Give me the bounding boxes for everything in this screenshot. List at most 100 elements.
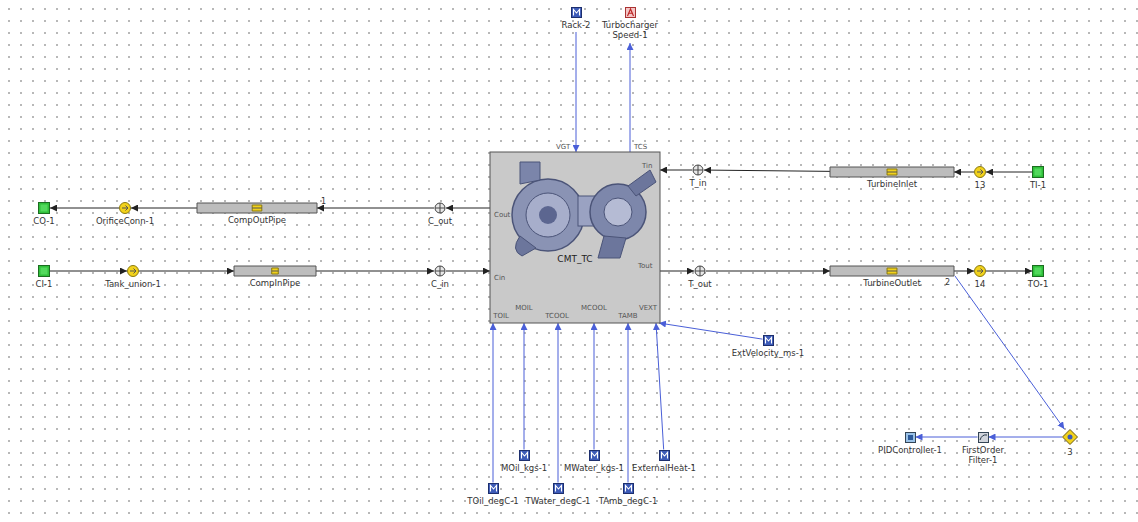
part-name: T_in — [689, 178, 706, 188]
sig-part: TOil_degC-1 — [488, 483, 499, 494]
port-label: TCOOL — [545, 312, 569, 320]
signal-link — [955, 276, 1064, 429]
part-icon — [589, 450, 600, 461]
part-icon — [625, 7, 636, 18]
part-icon — [490, 152, 660, 323]
signal-link — [493, 323, 494, 483]
diam-part: 3 — [1062, 429, 1078, 445]
part-icon — [571, 7, 582, 18]
part-name: TAmb_degC-1 — [599, 496, 658, 506]
port-label: VEXT — [639, 304, 657, 312]
part-icon — [519, 450, 530, 461]
signal-link — [558, 323, 559, 483]
bound-part: TI-1 — [1032, 166, 1044, 178]
junc-part: C_out — [434, 202, 446, 214]
part-icon — [830, 266, 954, 276]
signal-link — [656, 323, 664, 450]
part-icon — [974, 265, 986, 277]
sig-part: Rack-2 — [571, 7, 582, 18]
part-icon — [127, 265, 139, 277]
port-label: TAMB — [618, 312, 637, 320]
bound-part: TO-1 — [1032, 265, 1044, 277]
flow-link — [706, 271, 830, 272]
part-icon — [38, 265, 50, 277]
sig-part: TWater_degC-1 — [553, 483, 564, 494]
part-name: TOil_degC-1 — [467, 496, 518, 506]
part-name: C_out — [428, 216, 452, 226]
part-icon — [1032, 166, 1044, 178]
flow-link — [446, 208, 490, 209]
part-name: FirstOrder Filter-1 — [956, 445, 1010, 465]
part-name: Turbocharger Speed-1 — [598, 20, 662, 40]
part-icon — [38, 202, 50, 214]
part-name: MOil_kgs-1 — [501, 463, 547, 473]
flow-link — [954, 271, 974, 272]
pipe-part: CompOutPipe — [197, 203, 317, 213]
signal-link — [659, 323, 763, 339]
part-name: CompInPipe — [250, 278, 301, 288]
flow-link — [139, 271, 234, 272]
pipe-part: TurbineOutlet — [830, 266, 954, 276]
flow-link — [660, 170, 692, 171]
part-icon — [553, 483, 564, 494]
sig-part: ExternalHeat-1 — [659, 450, 670, 461]
part-name: TurbineInlet — [867, 179, 917, 189]
part-name: TWater_degC-1 — [526, 496, 591, 506]
sig-part: MWater_kgs-1 — [589, 450, 600, 461]
part-name: 13 — [975, 180, 986, 190]
part-icon — [978, 432, 989, 443]
part-icon — [197, 203, 317, 213]
part-name: T_out — [688, 279, 711, 289]
part-icon — [1062, 429, 1078, 445]
part-name: TO-1 — [1028, 279, 1049, 289]
part-name: CMT_TC — [557, 254, 592, 264]
bound-part: CO-1 — [38, 202, 50, 214]
part-name: 14 — [975, 279, 986, 289]
part-name: 3 — [1067, 447, 1072, 457]
part-name: ExtVelocity_ms-1 — [732, 348, 805, 358]
part-name: PIDController-1 — [878, 445, 942, 455]
filt-part: FirstOrder Filter-1 — [978, 432, 989, 443]
port-label: Tout — [638, 262, 653, 270]
flow-link — [954, 172, 974, 173]
bound-part: CI-1 — [38, 265, 50, 277]
part-icon — [830, 167, 954, 177]
part-icon — [974, 166, 986, 178]
part-icon — [623, 483, 634, 494]
orif-part: 14 — [974, 265, 986, 277]
flow-link — [986, 271, 1032, 272]
part-icon — [119, 202, 131, 214]
flow-link — [50, 271, 127, 272]
junc-part: T_in — [692, 164, 704, 176]
part-name: OrificeConn-1 — [96, 216, 154, 226]
pid-part: PIDController-1 — [905, 432, 916, 443]
port-label: MOIL — [515, 304, 533, 312]
orif-part: Tank_union-1 — [127, 265, 139, 277]
part-icon — [905, 432, 916, 443]
flow-link — [131, 208, 197, 209]
signal-link — [630, 43, 631, 152]
part-icon — [234, 266, 316, 276]
flow-link — [317, 208, 434, 209]
port-label: 2 — [945, 279, 950, 287]
turbocharger-picture — [512, 162, 656, 258]
part-icon — [659, 450, 670, 461]
signal-link — [594, 323, 595, 450]
pipe-part: TurbineInlet — [830, 167, 954, 177]
signal-link — [628, 323, 629, 483]
part-name: CI-1 — [36, 279, 53, 289]
part-icon — [763, 335, 774, 346]
part-icon — [434, 202, 446, 214]
port-label: 1 — [321, 198, 326, 206]
flow-link — [316, 271, 434, 272]
orif-part: 13 — [974, 166, 986, 178]
port-label: TOIL — [493, 312, 509, 320]
mon-part: Turbocharger Speed-1 — [625, 7, 636, 18]
sig-part: TAmb_degC-1 — [623, 483, 634, 494]
flow-link — [704, 170, 830, 171]
part-name: CompOutPipe — [228, 215, 286, 225]
sig-part: MOil_kgs-1 — [519, 450, 530, 461]
sig-part: ExtVelocity_ms-1 — [763, 335, 774, 346]
part-icon — [434, 265, 446, 277]
port-label: VGT — [556, 143, 570, 151]
